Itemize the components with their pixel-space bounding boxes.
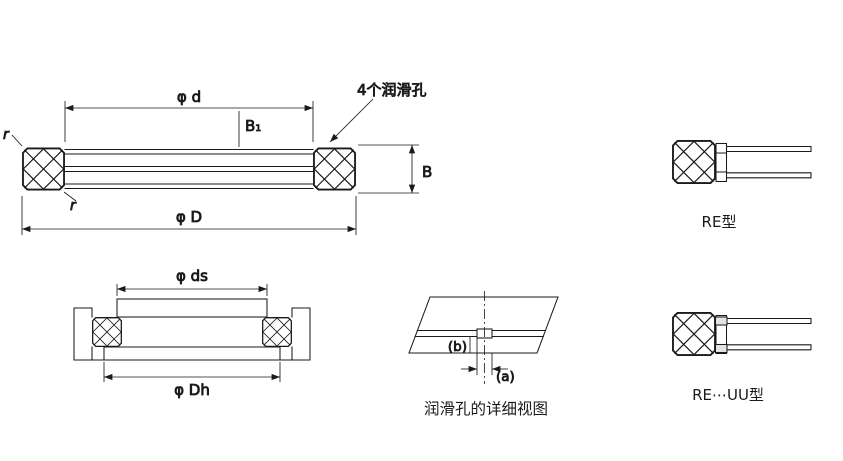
re-uu-seal-bottom [714, 343, 728, 354]
crossed-roller-section-left [22, 147, 65, 191]
re-roller-section [672, 140, 716, 184]
re-type-view: RE型 [672, 140, 812, 231]
main-section-view: φ d B₁ 4个润滑孔 B φ D r r [3, 81, 433, 235]
mounting-section-view: φ ds φ Dh [73, 267, 311, 399]
dim-b1: B₁ [238, 111, 262, 147]
dim-b1-label: B₁ [245, 117, 261, 135]
mount-housing [73, 307, 311, 361]
re-ring-rails [725, 145, 812, 179]
dim-b-detail: (b) [447, 337, 478, 355]
mounting-structure [73, 298, 311, 361]
leader-line [63, 191, 77, 202]
dim-b-detail-label: (b) [448, 339, 467, 355]
dim-outer-diameter: φ D [21, 196, 357, 235]
mount-top-plate [116, 298, 268, 318]
re-type-label: RE型 [702, 213, 737, 231]
dim-a-detail: (a) [461, 353, 515, 385]
lube-hole-detail-view: (b) (a) 润滑孔的详细视图 [408, 291, 559, 418]
re-uu-split-ring-strip [715, 314, 728, 355]
fillet-r-inner-label: r [70, 198, 77, 214]
re-uu-type-section [672, 312, 812, 356]
re-uu-seal-top [714, 316, 728, 326]
dim-shaft-shoulder: φ ds [116, 267, 268, 296]
dim-a-detail-label: (a) [496, 369, 515, 385]
fillet-label-left: r [3, 127, 23, 147]
dim-inner-diameter: φ d [64, 88, 314, 142]
re-uu-type-view: RE⋯UU型 [672, 312, 812, 404]
fillet-r-left-label: r [3, 127, 10, 143]
mount-roller-section-left [92, 317, 122, 347]
detail-plate [408, 296, 559, 354]
dim-phi-d-label: φ d [177, 88, 201, 106]
detail-plate-outline [408, 296, 559, 354]
dim-phi-dh-label: φ Dh [174, 381, 210, 399]
re-type-section [672, 140, 812, 184]
fillet-label-inner: r [63, 191, 77, 214]
leader-line [329, 98, 374, 143]
dim-phi-ds-label: φ ds [176, 267, 208, 285]
re-uu-type-label: RE⋯UU型 [692, 386, 764, 404]
detail-view-caption: 润滑孔的详细视图 [424, 400, 548, 418]
lube-hole-callout: 4个润滑孔 [329, 81, 427, 143]
re-split-ring-strip [715, 142, 728, 183]
re-strip-ticks [715, 152, 728, 173]
ring-rails [64, 148, 314, 190]
dim-housing-shoulder: φ Dh [103, 362, 281, 399]
lube-hole-note: 4个润滑孔 [357, 81, 427, 99]
dim-width-b: B [358, 144, 433, 194]
re-uu-roller-section [672, 312, 716, 356]
crossed-roller-section-right [313, 147, 356, 191]
dim-phi-D-label: φ D [176, 208, 202, 226]
dim-b-label: B [422, 163, 432, 181]
re-uu-ring-rails [725, 317, 812, 351]
mount-roller-section-right [262, 317, 292, 347]
main-bearing-body [22, 147, 356, 191]
leader-line [11, 134, 23, 147]
